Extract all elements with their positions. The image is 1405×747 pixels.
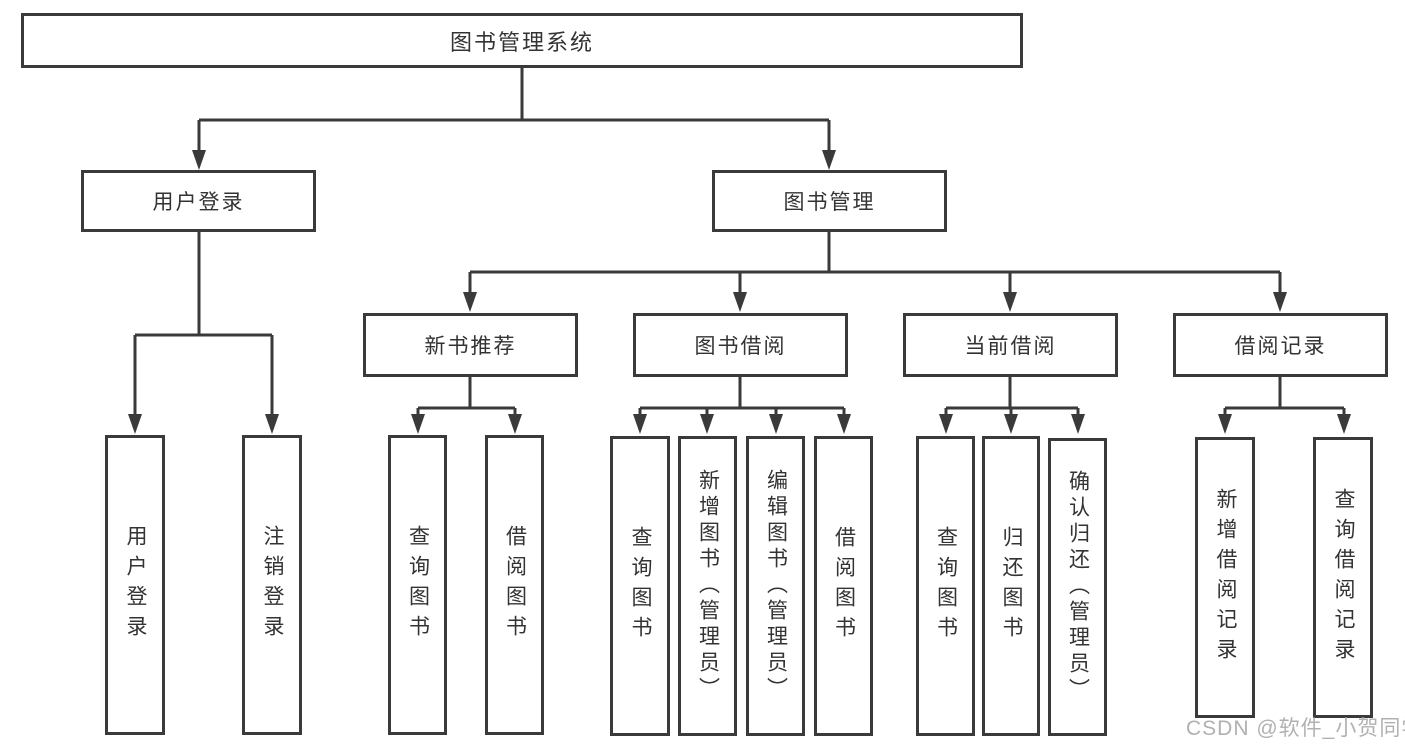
leaf-confirm-return-admin: 确认归还（管理员）: [1048, 438, 1107, 736]
leaf-add-borrow-record: 新增借阅记录: [1195, 437, 1255, 718]
leaf-query-books-2: 查询图书: [610, 436, 670, 736]
leaf-query-borrow-record: 查询借阅记录: [1313, 437, 1373, 718]
node-library-system: 图书管理系统: [21, 13, 1023, 68]
leaf-user-login: 用户登录: [105, 435, 165, 735]
watermark: CSDN @软件_小贺同学: [1186, 717, 1405, 740]
leaf-query-books-3: 查询图书: [916, 436, 975, 736]
leaf-borrow-books-1: 借阅图书: [485, 435, 544, 735]
node-new-book-recommend: 新书推荐: [363, 313, 578, 377]
leaf-borrow-books-2: 借阅图书: [814, 436, 873, 736]
node-book-management: 图书管理: [712, 170, 947, 232]
leaf-query-books-1: 查询图书: [388, 435, 447, 735]
leaf-edit-books-admin: 编辑图书（管理员）: [746, 436, 805, 736]
node-borrowing-records: 借阅记录: [1173, 313, 1388, 377]
leaf-return-books: 归还图书: [982, 436, 1040, 736]
node-current-borrowing: 当前借阅: [903, 313, 1118, 377]
leaf-logout: 注销登录: [242, 435, 302, 735]
node-user-login: 用户登录: [81, 170, 316, 232]
node-book-borrowing: 图书借阅: [633, 313, 848, 377]
leaf-add-books-admin: 新增图书（管理员）: [678, 436, 737, 736]
